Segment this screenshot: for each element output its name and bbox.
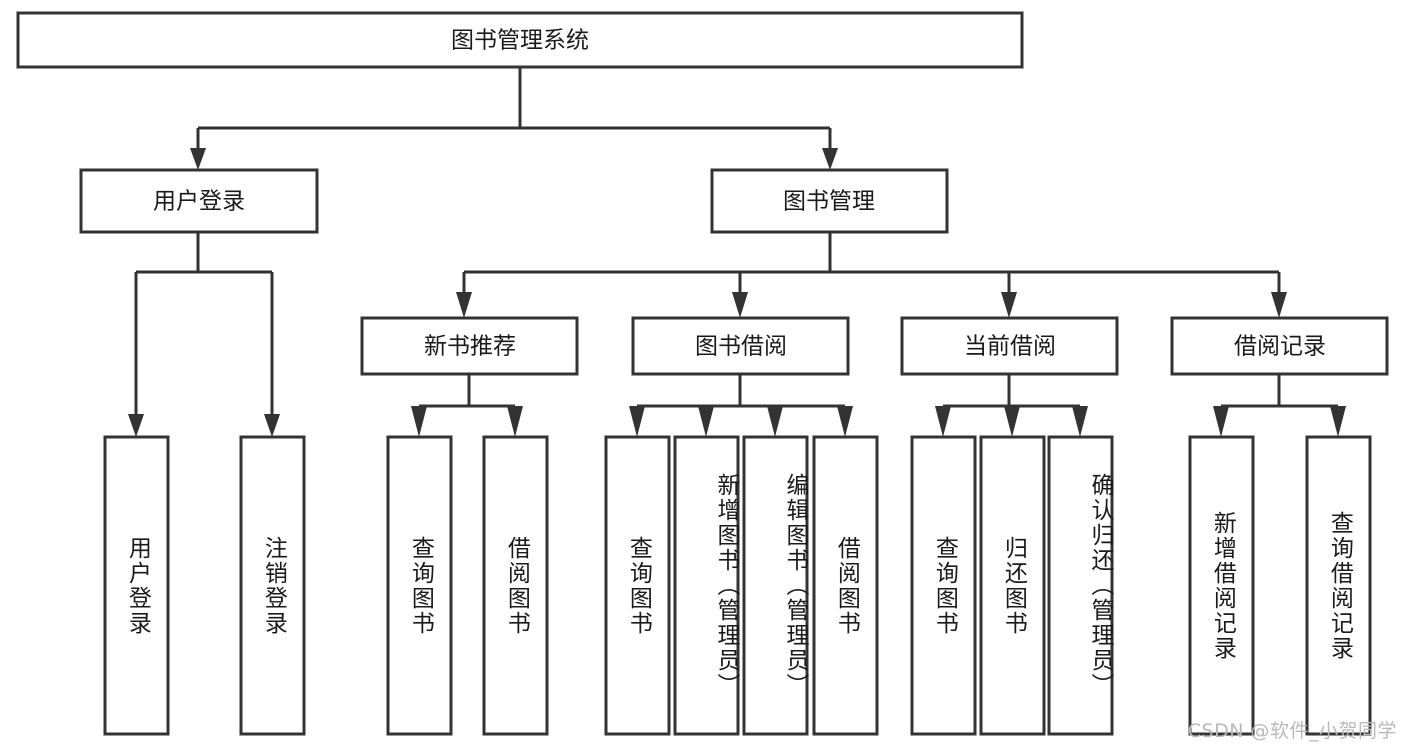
connector-group-root-to-level2 — [190, 67, 838, 170]
node-label-new-book-recommend: 新书推荐 — [424, 334, 516, 360]
csdn-watermark: CSDN @软件_小贺同学 — [1187, 720, 1397, 742]
node-box-leaf-query-book-3[interactable] — [910, 435, 977, 736]
node-box-leaf-borrow-book-2[interactable] — [812, 435, 879, 736]
arrowhead-book-manage — [822, 148, 838, 170]
arrowhead-leaf-query-book-3 — [935, 406, 951, 437]
arrowhead-borrow-record — [1271, 292, 1287, 318]
arrowhead-leaf-query-book-2 — [629, 406, 645, 437]
connector-group-borrowrecord-to-leaves — [1213, 374, 1346, 437]
arrowhead-leaf-borrow-book-1 — [507, 406, 523, 437]
arrowhead-leaf-add-book — [698, 406, 714, 437]
node-box-book-manage[interactable] — [710, 168, 949, 234]
node-label-book-borrow: 图书借阅 — [695, 334, 787, 360]
node-label-user-login: 用户登录 — [153, 189, 245, 215]
node-box-leaf-logout[interactable] — [239, 435, 306, 736]
connector-group-userlogin-to-leaves — [128, 232, 280, 437]
node-box-current-borrow[interactable] — [900, 316, 1119, 376]
node-box-leaf-return-book[interactable] — [979, 435, 1046, 736]
node-box-root[interactable] — [16, 11, 1024, 69]
connector-group-bookborrow-to-leaves — [629, 374, 853, 437]
node-label-current-borrow: 当前借阅 — [964, 334, 1056, 360]
arrowhead-leaf-return-book — [1004, 406, 1020, 437]
node-box-leaf-confirm-return[interactable] — [1047, 435, 1114, 736]
connector-group-newbook-to-leaves — [411, 374, 523, 437]
node-box-new-book-recommend[interactable] — [360, 316, 579, 376]
arrowhead-leaf-edit-book — [767, 406, 783, 437]
arrowhead-leaf-borrow-book-2 — [837, 406, 853, 437]
node-box-leaf-borrow-book-1[interactable] — [482, 435, 549, 736]
node-box-book-borrow[interactable] — [631, 316, 850, 376]
connector-group-currentborrow-to-leaves — [935, 374, 1088, 437]
node-box-leaf-add-book[interactable] — [673, 435, 740, 736]
node-box-leaf-query-book-1[interactable] — [386, 435, 453, 736]
node-box-leaf-query-record[interactable] — [1305, 435, 1372, 736]
node-box-leaf-user-login[interactable] — [103, 435, 170, 736]
connector-group-bookmanage-to-level3 — [456, 232, 1287, 318]
node-box-leaf-edit-book[interactable] — [742, 435, 809, 736]
arrowhead-leaf-add-record — [1213, 406, 1229, 437]
node-box-leaf-query-book-2[interactable] — [604, 435, 671, 736]
arrowhead-leaf-query-record — [1330, 406, 1346, 437]
arrowhead-leaf-logout — [264, 414, 280, 437]
arrowhead-user-login — [190, 148, 206, 170]
arrowhead-leaf-query-book-1 — [411, 406, 427, 437]
arrowhead-leaf-confirm-return — [1072, 406, 1088, 437]
node-box-borrow-record[interactable] — [1170, 316, 1389, 376]
node-box-user-login[interactable] — [79, 168, 319, 234]
arrowhead-book-borrow — [732, 292, 748, 318]
node-box-leaf-add-record[interactable] — [1188, 435, 1255, 736]
node-label-borrow-record: 借阅记录 — [1234, 334, 1326, 360]
arrowhead-current-borrow — [1001, 292, 1017, 318]
node-label-root: 图书管理系统 — [451, 28, 589, 54]
arrowhead-leaf-user-login — [128, 414, 144, 437]
node-label-book-manage: 图书管理 — [783, 189, 875, 215]
arrowhead-new-book — [456, 292, 472, 318]
